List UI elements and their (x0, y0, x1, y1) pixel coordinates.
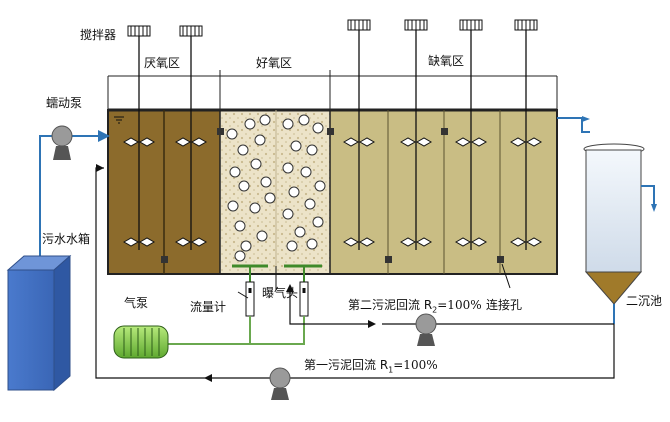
return-pump-2-icon (415, 313, 437, 346)
clarifier-icon (583, 143, 645, 324)
flowmeter-label: 流量计 (190, 300, 227, 314)
influent-pipe (39, 130, 110, 262)
sewage-tank-icon (6, 254, 72, 392)
clarifier-label: 二沉池 (626, 294, 663, 308)
anoxic-zone-label: 缺氧区 (428, 54, 465, 68)
air-pump-icon (113, 325, 169, 359)
peristaltic-pump-label: 蠕动泵 (46, 96, 83, 110)
anaerobic-zone-label: 厌氧区 (144, 56, 181, 70)
mixer-1 (122, 25, 156, 250)
mixer-2 (174, 25, 208, 250)
connection-hole-label: 连接孔 (486, 298, 523, 312)
sewage-tank-label: 污水水箱 (42, 232, 91, 246)
bubbles (226, 114, 326, 262)
air-pump-label: 气泵 (124, 296, 149, 310)
mixer-4 (399, 19, 433, 250)
connection-holes (161, 128, 504, 263)
second-return-line (289, 292, 614, 325)
aerator-heads (232, 264, 322, 290)
first-return-label: 第一污泥回流 R1=100% (304, 358, 438, 375)
mixer-6 (509, 19, 543, 250)
aerator-label: 曝气头 (262, 286, 299, 300)
air-line (168, 316, 305, 345)
peristaltic-pump-icon (51, 125, 73, 160)
mixer-label: 搅拌器 (80, 28, 117, 42)
return-pump-1-icon (269, 367, 291, 400)
mixer-5 (454, 19, 488, 250)
second-return-label: 第二污泥回流 R2=100% (348, 298, 482, 315)
mixer-3 (342, 19, 376, 250)
aerobic-zone-label: 好氧区 (256, 56, 293, 70)
effluent-pipe (557, 117, 590, 133)
